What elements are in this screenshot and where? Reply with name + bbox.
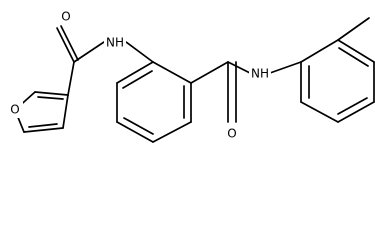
furan-double-bond-c2-c3 [37,96,64,100]
left-carbonyl-bond-2 [60,25,79,61]
methyl-bond [337,17,370,41]
right-carbonyl-oxygen-label: O [227,127,236,141]
left-amide-nh-label: NH [106,36,124,50]
right-amide-nh-label: NH [251,67,269,81]
chemical-structure-diagram: O O NH NH O [7,9,375,143]
left-carbonyl-bond-1 [56,27,75,63]
right-carbonyl-oxygen-label-bg [224,126,240,142]
bond-nh-right-to-tolyl [269,61,302,74]
right-amide-nh-label-bg [249,66,271,82]
molecule-bonds [14,17,375,143]
atom-labels: O O NH NH O [10,10,269,141]
furan-bond-c2-c3 [34,91,69,96]
bond-nh-left-to-benzene [125,41,154,63]
furan-bond-c4-c5 [23,127,64,133]
central-ring-double-bond-1 [122,70,153,89]
chemical-structure-canvas: O O NH NH O [7,9,375,143]
central-ring-bond-6 [116,61,154,84]
central-ring-bond-3 [152,121,192,143]
tolyl-ring-bond-1 [300,39,339,63]
furan-oxygen-label: O [10,103,19,117]
central-ring-double-bond-3 [123,117,154,135]
furan-oxygen-label-bg [7,102,23,118]
bond-carbonyl-to-nh-left [73,41,105,63]
central-ring-bond-1 [152,61,192,84]
bond-furan-to-carbonyl [67,61,75,96]
tolyl-ring-double-bond-1 [338,47,369,67]
central-ring-bond-4 [116,121,154,143]
furan-bond-c3-c4 [62,94,69,129]
left-carbonyl-oxygen-label: O [61,10,70,24]
tolyl-ring-bond-4 [337,101,375,123]
furan-double-bond-c4-c5 [28,123,58,128]
tolyl-ring-bond-2 [337,39,375,63]
bond-benzene-to-right-carbonyl [190,61,229,84]
left-carbonyl-oxygen-label-bg [58,9,74,25]
tolyl-ring-bond-5 [300,101,339,123]
tolyl-ring-double-bond-2 [337,97,368,115]
bond-right-carbonyl-to-nh [227,61,251,74]
atom-label-backgrounds [7,9,271,142]
left-amide-nh-label-bg [104,35,126,51]
